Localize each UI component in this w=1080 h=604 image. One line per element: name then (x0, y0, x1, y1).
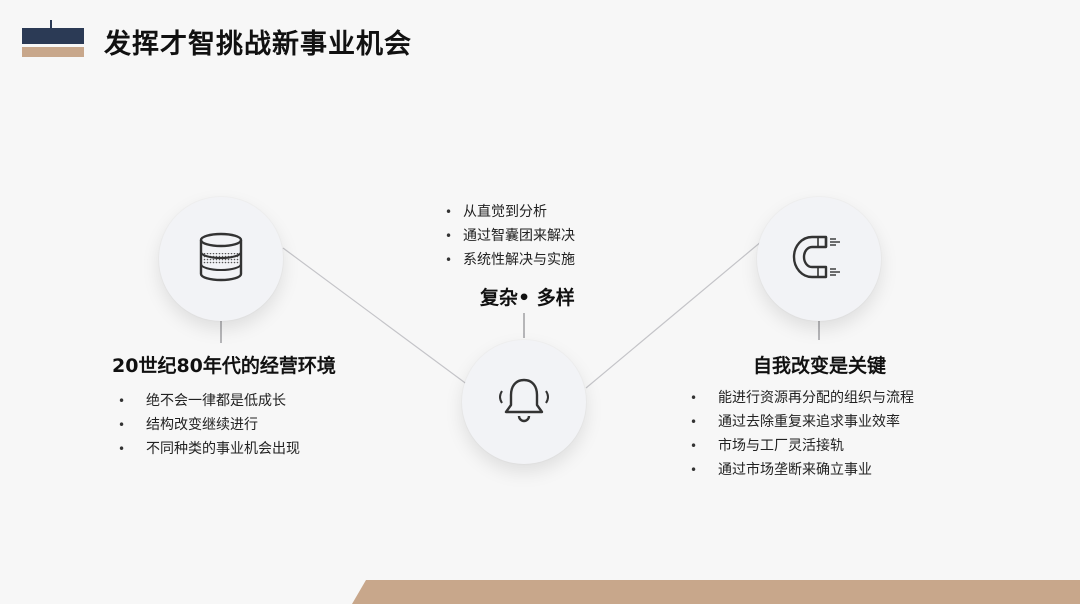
center-bullet-list: • 从直觉到分析 • 通过智囊团来解决 • 系统性解决与实施 (445, 200, 575, 272)
list-item-text: 系统性解决与实施 (463, 252, 575, 268)
left-heading: 20世纪80年代的经营环境 (112, 355, 336, 377)
bullet-dot: • (445, 229, 453, 243)
list-item: • 通过去除重复来追求事业效率 (690, 410, 914, 434)
database-icon (197, 231, 245, 287)
list-item-text: 通过智囊团来解决 (463, 228, 575, 244)
left-bullet-list: • 绝不会一律都是低成长 • 结构改变继续进行 • 不同种类的事业机会出现 (118, 389, 300, 461)
center-heading: 复杂• 多样 (480, 287, 575, 309)
footer-band (352, 580, 1080, 604)
bullet-dot: • (690, 463, 698, 477)
connector-right-diagonal (585, 240, 763, 389)
bullet-dot: • (690, 391, 698, 405)
list-item-text: 通过去除重复来追求事业效率 (718, 414, 900, 430)
bullet-dot: • (118, 418, 126, 432)
bullet-dot: • (118, 442, 126, 456)
list-item-text: 结构改变继续进行 (146, 417, 258, 433)
node-circle-left (159, 197, 283, 321)
page-title: 发挥才智挑战新事业机会 (104, 29, 412, 60)
right-bullet-list: • 能进行资源再分配的组织与流程 • 通过去除重复来追求事业效率 • 市场与工厂灵活接… (690, 386, 914, 482)
list-item: • 通过市场垄断来确立事业 (690, 458, 914, 482)
bullet-dot: • (690, 415, 698, 429)
list-item-text: 绝不会一律都是低成长 (146, 393, 286, 409)
list-item: • 市场与工厂灵活接轨 (690, 434, 914, 458)
logo-bar-bottom (22, 47, 84, 57)
list-item: • 能进行资源再分配的组织与流程 (690, 386, 914, 410)
list-item-text: 从直觉到分析 (463, 204, 547, 220)
bell-icon (497, 375, 551, 429)
list-item-text: 不同种类的事业机会出现 (146, 441, 300, 457)
list-item: • 系统性解决与实施 (445, 248, 575, 272)
bullet-dot: • (445, 253, 453, 267)
list-item-text: 市场与工厂灵活接轨 (718, 438, 844, 454)
list-item: • 结构改变继续进行 (118, 413, 300, 437)
logo-tick (50, 20, 52, 28)
node-circle-right (757, 197, 881, 321)
bullet-dot: • (445, 205, 453, 219)
list-item-text: 能进行资源再分配的组织与流程 (718, 390, 914, 406)
list-item: • 不同种类的事业机会出现 (118, 437, 300, 461)
connector-left-diagonal (282, 247, 469, 386)
logo-bar-top (22, 28, 84, 44)
right-heading: 自我改变是关键 (753, 355, 887, 377)
list-item-text: 通过市场垄断来确立事业 (718, 462, 872, 478)
list-item: • 通过智囊团来解决 (445, 224, 575, 248)
bullet-dot: • (118, 394, 126, 408)
node-circle-center (462, 340, 586, 464)
list-item: • 绝不会一律都是低成长 (118, 389, 300, 413)
list-item: • 从直觉到分析 (445, 200, 575, 224)
bullet-dot: • (690, 439, 698, 453)
magnet-icon (792, 233, 846, 285)
